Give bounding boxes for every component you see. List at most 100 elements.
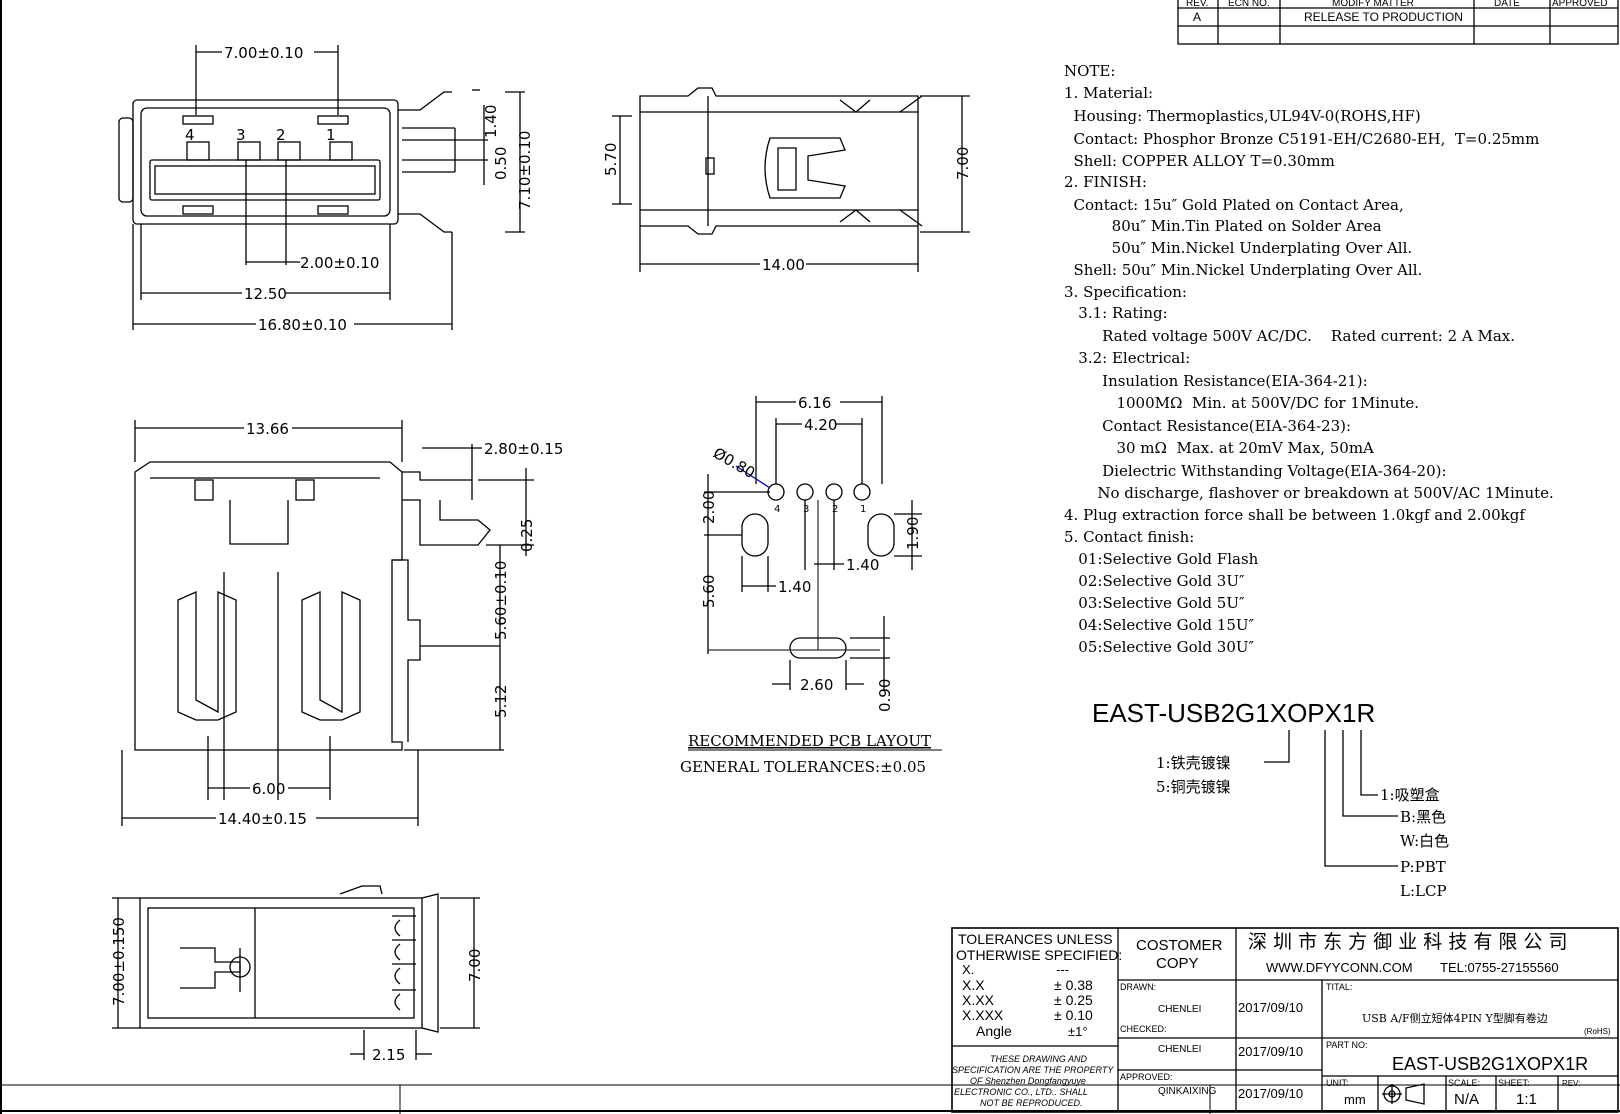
front-pin-2: 2 xyxy=(276,126,286,144)
rev-header-ecn: ECN NO. xyxy=(1228,0,1270,9)
rohs-mark: (RoHS) xyxy=(1584,1027,1611,1036)
note-line-24: 03:Selective Gold 5U″ xyxy=(1064,594,1245,612)
material-option-p: P:PBT xyxy=(1400,858,1446,876)
dim-pcb-140a: 1.40 xyxy=(778,578,811,596)
note-line-3: Contact: Phosphor Bronze C5191-EH/C2680-… xyxy=(1064,130,1539,148)
shell-option-5: 5:铜壳镀镍 xyxy=(1156,778,1231,796)
dim-pcb-140b: 1.40 xyxy=(846,556,879,574)
tol-xxxx-label: X.XXX xyxy=(962,1007,1004,1023)
material-option-l: L:LCP xyxy=(1400,882,1447,900)
dim-pcb-560: 5.60 xyxy=(700,575,718,608)
dim-front-1680: 16.80±0.10 xyxy=(258,316,347,334)
front-pin-4: 4 xyxy=(185,126,195,144)
approved-date: 2017/09/10 xyxy=(1238,1086,1303,1101)
rev-header-modify: MODIFY MATTER xyxy=(1332,0,1414,9)
pcb-pin-3: 3 xyxy=(803,504,809,515)
dim-front-140: 1.40 xyxy=(482,105,500,138)
dim-pcb-090: 0.90 xyxy=(876,679,894,712)
note-line-26: 05:Selective Gold 30U″ xyxy=(1064,638,1255,656)
note-line-2: Housing: Thermoplastics,UL94V-0(ROHS,HF) xyxy=(1064,107,1421,125)
note-line-1: 1. Material: xyxy=(1064,84,1153,102)
note-line-12: Rated voltage 500V AC/DC. Rated current:… xyxy=(1064,327,1515,345)
checked-label: CHECKED: xyxy=(1120,1024,1167,1034)
side-view: 5.70 7.00 14.00 xyxy=(602,87,972,274)
color-option-b: B:黑色 xyxy=(1400,808,1446,826)
note-line-16: Contact Resistance(EIA-364-23): xyxy=(1064,417,1351,435)
title-block: TOLERANCES UNLESS OTHERWISE SPECIFIED: X… xyxy=(951,927,1619,1113)
tol-angle-label: Angle xyxy=(976,1023,1012,1039)
company-website: WWW.DFYYCONN.COM xyxy=(1266,960,1413,975)
tol-x-label: X. xyxy=(962,962,974,977)
dim-side-570: 5.70 xyxy=(602,143,620,176)
packing-option: 1:吸塑盒 xyxy=(1380,786,1440,804)
revision-table: REV. ECN NO. MODIFY MATTER DATE APPROVED… xyxy=(1177,0,1619,45)
note-line-4: Shell: COPPER ALLOY T=0.30mm xyxy=(1064,152,1335,170)
sheet-value: 1:1 xyxy=(1516,1091,1537,1108)
customer-copy-1: COSTOMER xyxy=(1136,937,1223,954)
note-line-0: NOTE: xyxy=(1064,62,1115,80)
note-line-11: 3.1: Rating: xyxy=(1064,304,1168,322)
dim-bottom-215: 2.15 xyxy=(372,1046,405,1064)
tol-xxxx-value: ± 0.10 xyxy=(1054,1007,1093,1023)
dim-top-025: 0.25 xyxy=(518,519,536,552)
note-line-14: Insulation Resistance(EIA-364-21): xyxy=(1064,372,1368,390)
drawn-label: DRAWN: xyxy=(1120,982,1156,992)
dim-bottom-700: 7.00 xyxy=(466,949,484,982)
dim-pcb-260: 2.60 xyxy=(800,676,833,694)
note-line-6: Contact: 15u″ Gold Plated on Contact Are… xyxy=(1064,196,1404,214)
tol-heading-1: TOLERANCES UNLESS xyxy=(958,931,1113,947)
rev-header-approved: APPROVED xyxy=(1552,0,1608,9)
customer-copy-2: COPY xyxy=(1156,955,1199,972)
rev-row-modify: RELEASE TO PRODUCTION xyxy=(1304,10,1463,24)
pcb-layout: 6.16 4.20 Ø0.80 2.00 5.60 1.90 1.40 1.40… xyxy=(680,394,942,776)
approved-name: QINKAIXING xyxy=(1158,1086,1217,1097)
title-value: USB A/F侧立短体4PIN Y型脚有卷边 xyxy=(1362,1011,1548,1025)
color-option-w: W:白色 xyxy=(1400,832,1449,850)
note-line-21: 5. Contact finish: xyxy=(1064,528,1194,546)
front-pin-1: 1 xyxy=(326,126,336,144)
note-line-7: 80u″ Min.Tin Plated on Solder Area xyxy=(1064,217,1382,235)
dim-pcb-200: 2.00 xyxy=(700,491,718,524)
note-line-17: 30 mΩ Max. at 20mV Max, 50mA xyxy=(1064,439,1374,457)
dim-front-1250: 12.50 xyxy=(244,285,287,303)
scale-label: SCALE: xyxy=(1448,1078,1480,1088)
pcb-pin-4: 4 xyxy=(774,504,780,515)
property-notice-3: OF Shenzhen Dongfangyuye xyxy=(970,1076,1086,1086)
tol-xxx-value: ± 0.25 xyxy=(1054,992,1093,1008)
tol-angle-value: ±1° xyxy=(1068,1024,1088,1039)
dim-front-pitch: 2.00±0.10 xyxy=(300,254,379,272)
checked-date: 2017/09/10 xyxy=(1238,1044,1303,1059)
property-notice-1: THESE DRAWING AND xyxy=(990,1054,1088,1064)
drawn-date: 2017/09/10 xyxy=(1238,1000,1303,1015)
property-notice-2: SPECIFICATION ARE THE PROPERTY xyxy=(952,1065,1114,1075)
unit-value: mm xyxy=(1344,1092,1366,1107)
rev-header-date: DATE xyxy=(1494,0,1520,9)
pcb-layout-title: RECOMMENDED PCB LAYOUT xyxy=(688,732,931,750)
pcb-pin-2: 2 xyxy=(832,504,838,515)
rev-header-rev: REV. xyxy=(1186,0,1208,9)
note-line-18: Dielectric Withstanding Voltage(EIA-364-… xyxy=(1064,462,1447,480)
dim-pcb-190: 1.90 xyxy=(904,517,922,550)
pcb-pin-1: 1 xyxy=(860,504,866,515)
note-line-20: 4. Plug extraction force shall be betwee… xyxy=(1064,506,1526,524)
note-line-23: 02:Selective Gold 3U″ xyxy=(1064,572,1245,590)
drawn-name: CHENLEI xyxy=(1158,1004,1201,1015)
tol-xxx-label: X.XX xyxy=(962,992,995,1008)
company-tel: TEL:0755-27155560 xyxy=(1440,960,1559,975)
dim-front-710: 7.10±0.10 xyxy=(516,131,534,210)
shell-option-1: 1:铁壳镀镍 xyxy=(1156,754,1231,772)
part-no-label: PART NO: xyxy=(1326,1040,1368,1050)
part-no-value: EAST-USB2G1XOPX1R xyxy=(1392,1054,1588,1074)
pcb-layout-tolerance: GENERAL TOLERANCES:±0.05 xyxy=(680,758,926,776)
property-notice-4: ELECTRONIC CO., LTD.. SHALL xyxy=(954,1087,1088,1097)
dim-top-600: 6.00 xyxy=(252,780,285,798)
rev-row-rev: A xyxy=(1193,10,1201,24)
dim-top-280: 2.80±0.15 xyxy=(484,440,563,458)
note-line-13: 3.2: Electrical: xyxy=(1064,349,1190,367)
dim-pcb-420: 4.20 xyxy=(804,416,837,434)
tol-x-value: --- xyxy=(1056,962,1069,977)
tol-xx-label: X.X xyxy=(962,977,985,993)
top-view: 13.66 2.80±0.15 0.25 5.60±0.10 5.12 6.00… xyxy=(121,420,563,828)
front-view: 4 3 2 1 7.00±0.10 2.00±0.10 12.50 16.80±… xyxy=(118,44,534,334)
